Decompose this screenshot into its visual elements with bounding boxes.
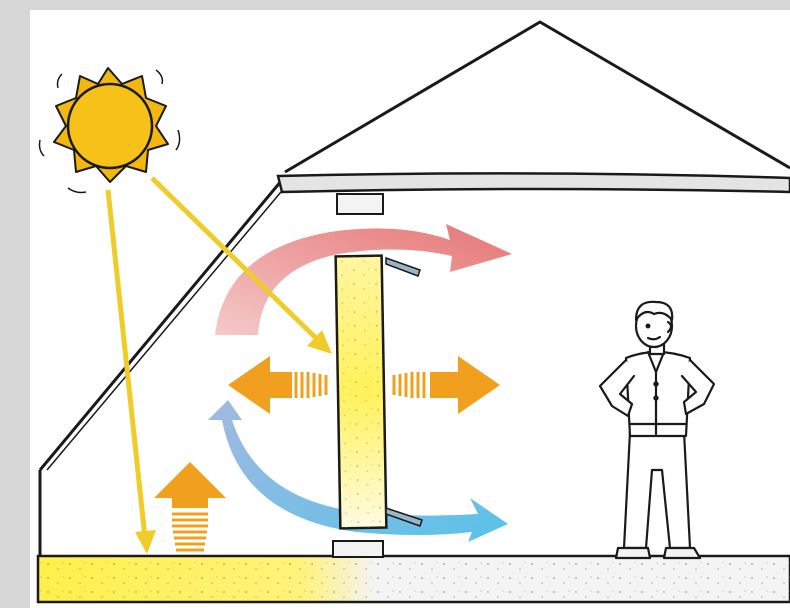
wall-top-support [336, 193, 384, 215]
wall-bottom-support [332, 540, 384, 558]
warm-air-flow [215, 224, 512, 335]
radiant-heat-up-from-floor [154, 462, 226, 552]
thermal-mass-wall [334, 254, 423, 530]
house-icon [38, 20, 790, 556]
floor-slab [36, 554, 790, 604]
person-icon [598, 300, 716, 560]
cool-air-flow [208, 400, 508, 542]
sloped-glazing [38, 179, 284, 471]
sunlight-ray-to-wall [150, 176, 332, 354]
house-roof [284, 20, 790, 174]
radiant-heat-right [392, 356, 500, 414]
sloped-glazing-inner [46, 185, 287, 471]
radiant-heat-left [228, 356, 328, 414]
vent-flap-bottom [385, 506, 423, 527]
sun-icon [38, 67, 181, 194]
roof-beam [276, 172, 790, 194]
sunlight-ray-to-floor [105, 189, 156, 554]
vent-flap-top [385, 256, 421, 277]
